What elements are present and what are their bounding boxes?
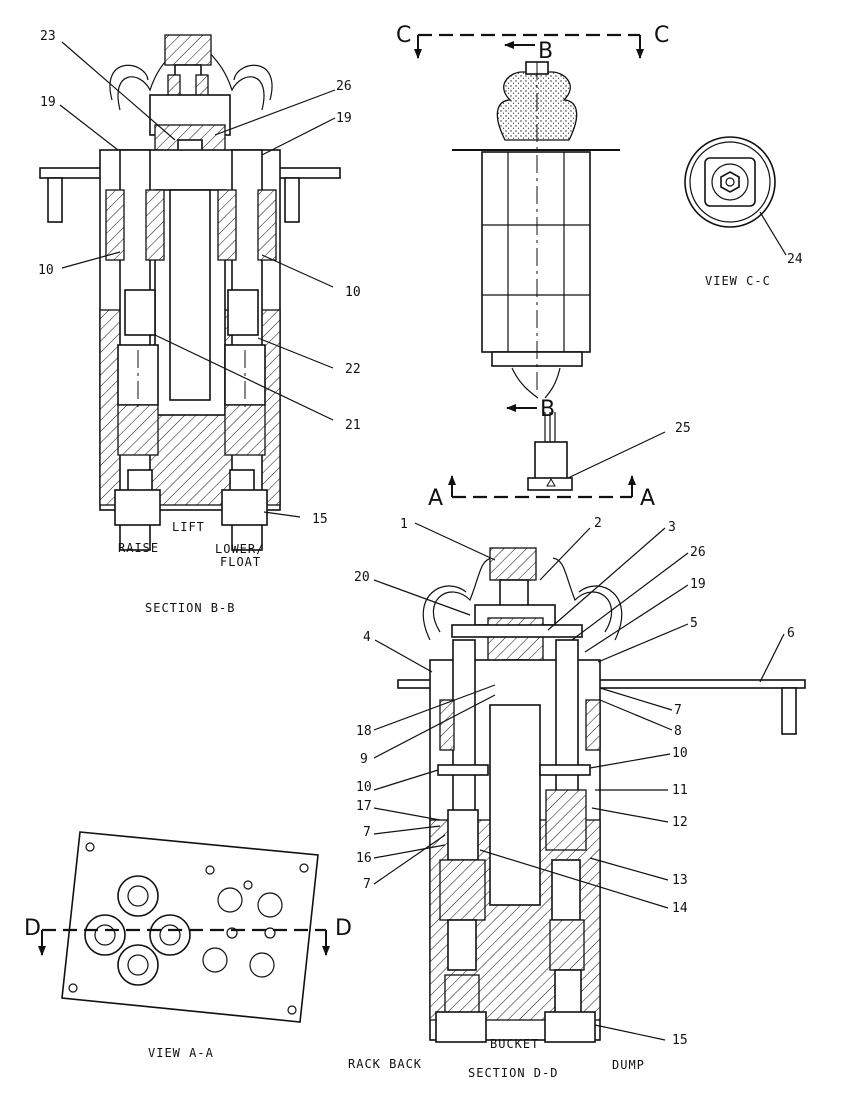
callout-25: 25 bbox=[675, 421, 691, 436]
label-dump: DUMP bbox=[612, 1058, 645, 1072]
callout-bb-26: 26 bbox=[336, 79, 352, 94]
letter-c-left: C bbox=[396, 23, 411, 48]
section-dd-drawing bbox=[373, 522, 806, 1043]
label-rack-back: RACK BACK bbox=[348, 1057, 422, 1071]
letter-a-left: A bbox=[428, 486, 443, 511]
section-bb-drawing bbox=[39, 34, 341, 551]
callout-dd-9: 9 bbox=[360, 752, 368, 767]
callout-dd-16: 16 bbox=[356, 851, 372, 866]
letter-a-right: A bbox=[640, 486, 655, 511]
callout-dd-3: 3 bbox=[668, 520, 676, 535]
callout-dd-4: 4 bbox=[363, 630, 371, 645]
callout-bb-19-right: 19 bbox=[336, 111, 352, 126]
callout-dd-14: 14 bbox=[672, 901, 688, 916]
callout-dd-5: 5 bbox=[690, 616, 698, 631]
callout-dd-7-upper-left: 7 bbox=[363, 825, 371, 840]
callout-dd-1: 1 bbox=[400, 517, 408, 532]
callout-dd-15: 15 bbox=[672, 1033, 688, 1048]
callout-dd-20: 20 bbox=[354, 570, 370, 585]
callout-dd-2: 2 bbox=[594, 516, 602, 531]
label-lift: LIFT bbox=[172, 520, 205, 534]
caption-section-bb: SECTION B-B bbox=[145, 601, 235, 615]
callout-dd-8: 8 bbox=[674, 724, 682, 739]
callout-dd-13: 13 bbox=[672, 873, 688, 888]
view-aa-drawing bbox=[38, 831, 330, 1023]
callout-dd-10-left: 10 bbox=[356, 780, 372, 795]
callout-dd-6: 6 bbox=[787, 626, 795, 641]
outside-view-drawing bbox=[414, 33, 666, 499]
callout-dd-7-right: 7 bbox=[674, 703, 682, 718]
label-raise: RAISE bbox=[118, 541, 159, 555]
callout-bb-22: 22 bbox=[345, 362, 361, 377]
callout-24: 24 bbox=[787, 252, 803, 267]
callout-dd-26: 26 bbox=[690, 545, 706, 560]
callout-bb-23: 23 bbox=[40, 29, 56, 44]
label-bucket: BUCKET bbox=[490, 1037, 539, 1051]
letter-b-bottom: B bbox=[540, 397, 555, 422]
callout-dd-10-right: 10 bbox=[672, 746, 688, 761]
callout-dd-7-lower-left: 7 bbox=[363, 877, 371, 892]
callout-dd-18: 18 bbox=[356, 724, 372, 739]
callout-dd-11: 11 bbox=[672, 783, 688, 798]
callout-dd-19: 19 bbox=[690, 577, 706, 592]
callout-bb-10-left: 10 bbox=[38, 263, 54, 278]
callout-bb-15: 15 bbox=[312, 512, 328, 527]
caption-view-cc: VIEW C-C bbox=[705, 274, 771, 288]
letter-d-right: D bbox=[335, 916, 352, 941]
letter-c-right: C bbox=[654, 23, 669, 48]
callout-dd-12: 12 bbox=[672, 815, 688, 830]
caption-view-aa: VIEW A-A bbox=[148, 1046, 214, 1060]
callout-bb-19-left: 19 bbox=[40, 95, 56, 110]
view-cc-drawing bbox=[684, 136, 787, 256]
letter-b-top: B bbox=[538, 39, 553, 64]
label-lower-float-1: LOWER/ bbox=[215, 542, 264, 556]
callout-dd-17: 17 bbox=[356, 799, 372, 814]
caption-section-dd: SECTION D-D bbox=[468, 1066, 558, 1080]
label-lower-float-2: FLOAT bbox=[220, 555, 261, 569]
callout-bb-21: 21 bbox=[345, 418, 361, 433]
letter-d-left: D bbox=[24, 916, 41, 941]
callout-bb-10-right: 10 bbox=[345, 285, 361, 300]
